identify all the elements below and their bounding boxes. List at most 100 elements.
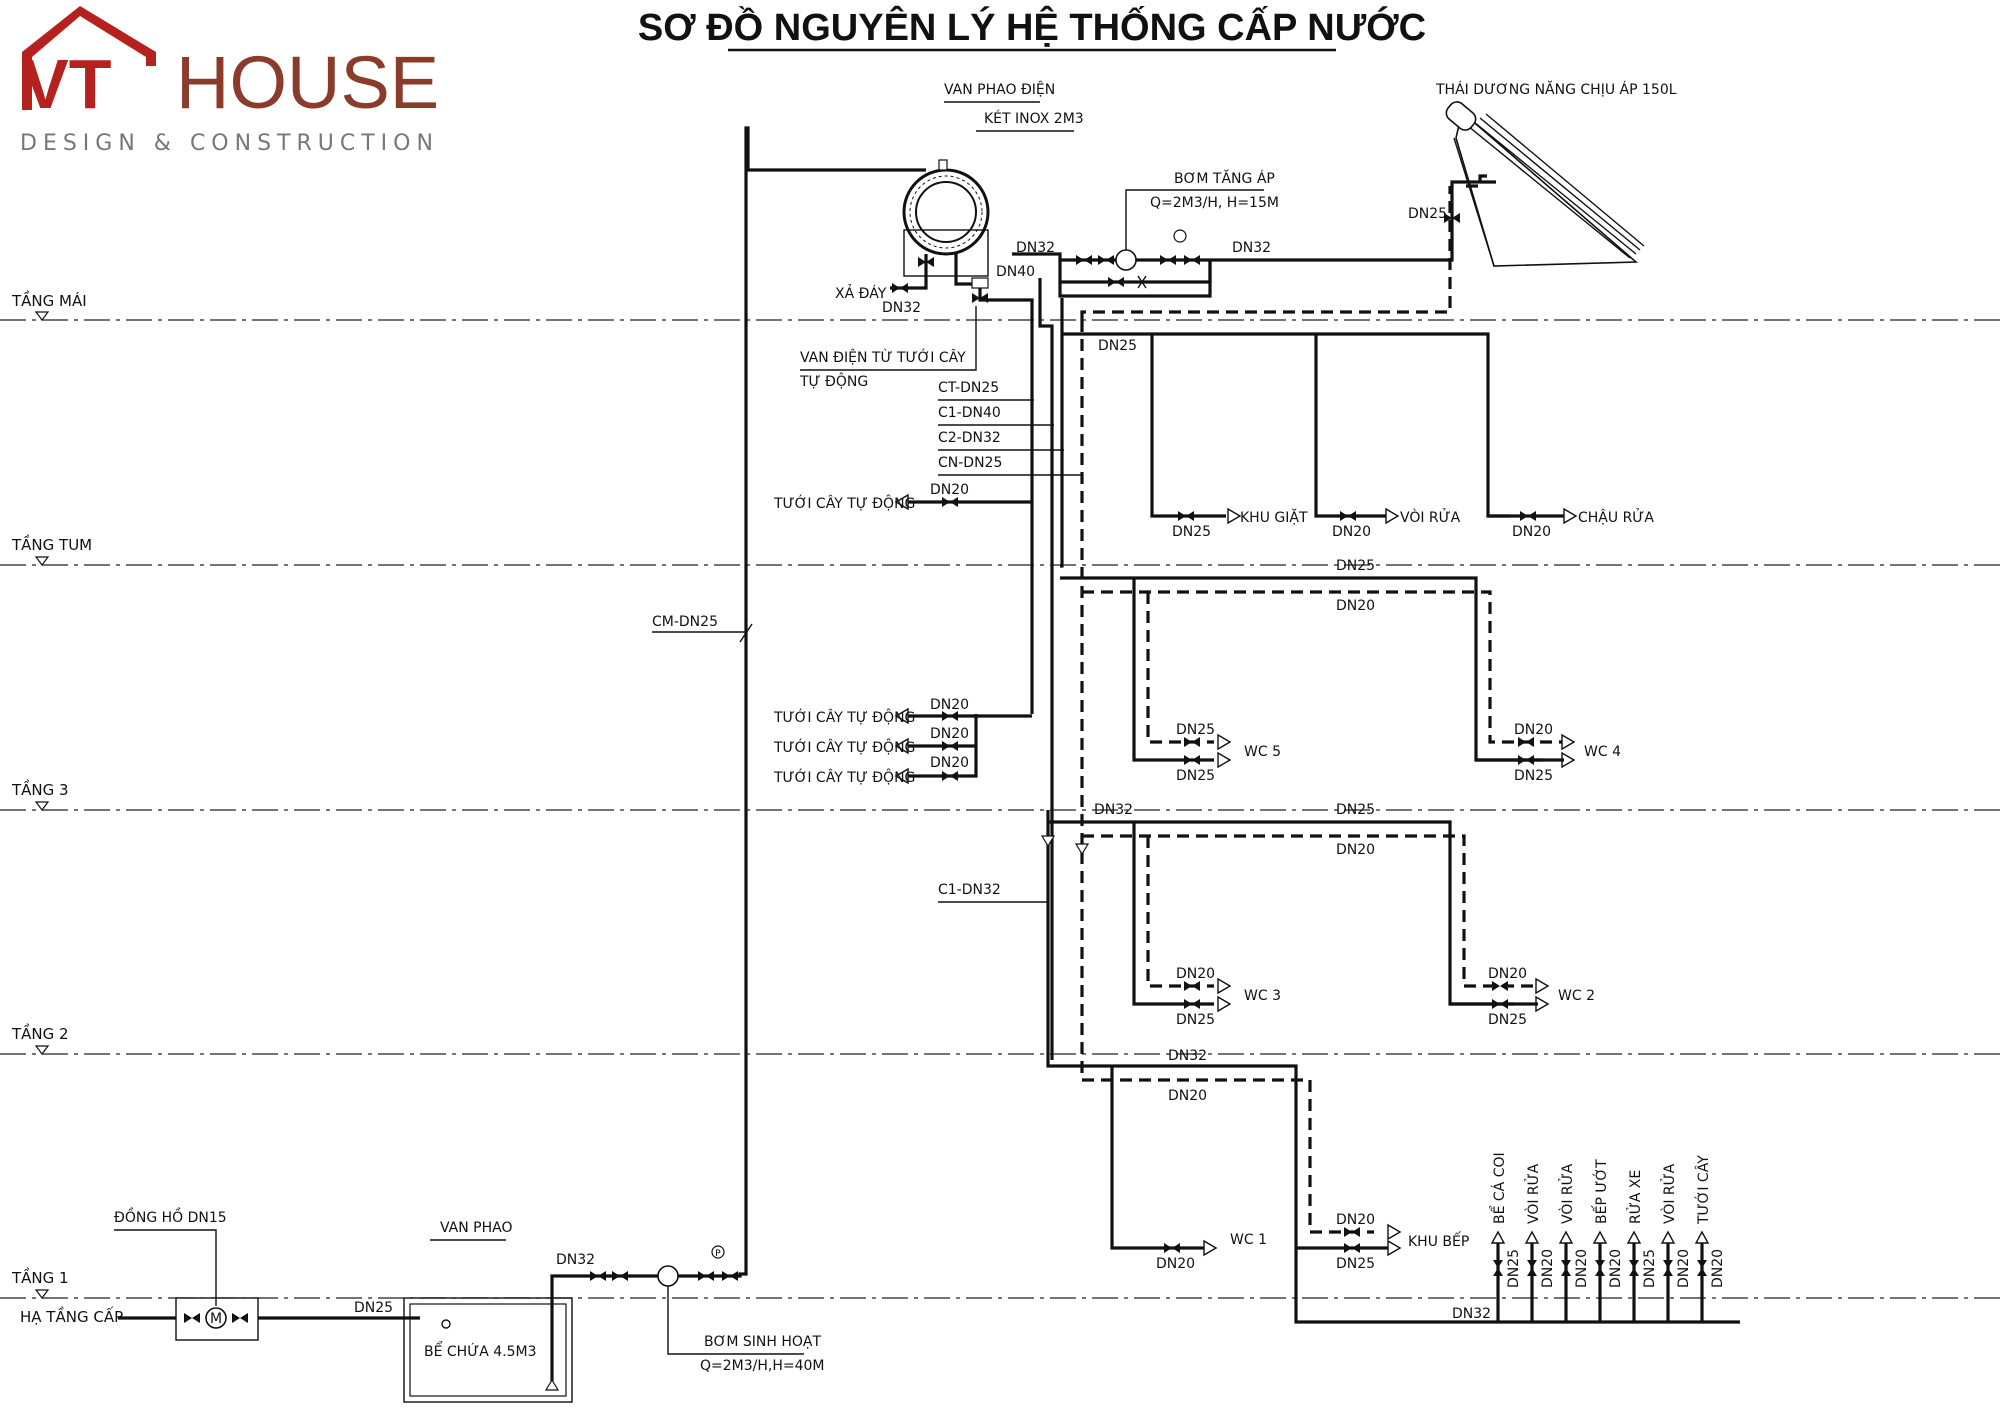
foot-valve-icon xyxy=(544,1378,560,1391)
booster-in-size: DN32 xyxy=(1016,240,1055,256)
ground-outlet-name: RỬA XE xyxy=(1626,1170,1644,1224)
main-pump-label: BƠM SINH HOẠT xyxy=(704,1334,822,1350)
wc4-hot-size: DN20 xyxy=(1514,722,1553,738)
irrigation-f3-2-size: DN20 xyxy=(930,726,969,742)
main-pump-icon xyxy=(657,1265,679,1287)
faucet-label: VÒI RỬA xyxy=(1400,508,1461,526)
float-ball-icon xyxy=(441,1319,451,1329)
wc5-label: WC 5 xyxy=(1244,744,1281,760)
outlet-valve-icon xyxy=(1663,1260,1673,1276)
solar-hot-out xyxy=(1466,174,1490,188)
diagram-title: SƠ ĐỒ NGUYÊN LÝ HỆ THỐNG CẤP NƯỚC xyxy=(638,4,1426,49)
booster-return xyxy=(1058,260,1212,298)
hot-return-riser xyxy=(1080,186,1452,320)
water-meter-icon xyxy=(205,1307,227,1329)
booster-gauge-icon xyxy=(1173,229,1187,243)
booster-pump-spec: Q=2M3/H, H=15M xyxy=(1150,195,1279,211)
laundry-size: DN25 xyxy=(1172,524,1211,540)
wc2-hot-size: DN20 xyxy=(1488,966,1527,982)
riser-c1-label: C1-DN40 xyxy=(938,405,1001,421)
supply-size: DN25 xyxy=(354,1300,393,1316)
floor1-fixtures: DN32 DN20 DN20 WC 1 DN20 DN25 KHU BẾP DN… xyxy=(1046,1048,1740,1324)
reducer-icons xyxy=(1040,835,1090,856)
kitchen-cold-size: DN25 xyxy=(1336,1256,1375,1272)
booster-leader xyxy=(1125,189,1264,250)
booster-pump-label: BƠM TĂNG ÁP xyxy=(1174,169,1275,187)
outlet-valve-icon xyxy=(1595,1260,1605,1276)
riser-cm-label: CM-DN25 xyxy=(652,614,718,630)
booster-pump-icon xyxy=(1115,249,1137,271)
main-risers xyxy=(1046,298,1084,1080)
outlet-arrow-icon xyxy=(1490,1230,1506,1244)
wc3-hot xyxy=(1146,836,1214,988)
gauge-symbol: P xyxy=(715,1249,721,1259)
floor3-hot-size: DN20 xyxy=(1336,598,1375,614)
riser-labels: CT-DN25 C1-DN40 C2-DN32 CN-DN25 C1-DN32 xyxy=(938,380,1082,903)
riser-tick xyxy=(739,623,753,643)
kitchen-hot-size: DN20 xyxy=(1336,1212,1375,1228)
meter-label: ĐỒNG HỒ DN15 xyxy=(114,1207,227,1226)
riser-c2 xyxy=(1060,298,1064,568)
electric-float-valve-label: VAN PHAO ĐIỆN xyxy=(944,80,1055,98)
outlet-valve-icon xyxy=(1629,1260,1639,1276)
ground-outlet-size: DN20 xyxy=(1540,1249,1556,1288)
floor2-hot-size: DN20 xyxy=(1336,842,1375,858)
ground-manifold-size: DN32 xyxy=(1452,1306,1491,1322)
wc2-label: WC 2 xyxy=(1558,988,1595,1004)
ground-outlet-name: VÒI RỬA xyxy=(1524,1163,1542,1224)
tank-stand xyxy=(903,229,989,277)
riser-c1b-label: C1-DN32 xyxy=(938,882,1001,898)
kitchen-label: KHU BẾP xyxy=(1408,1231,1469,1250)
booster-and-solar: DN32 BƠM TĂNG ÁP Q=2M3/H, H=15M DN32 THÁ… xyxy=(1012,80,1677,320)
logo-tagline: DESIGN & CONSTRUCTION xyxy=(20,131,439,156)
ground-tank-inner xyxy=(409,1303,567,1397)
solar-heater-icon xyxy=(1445,101,1645,267)
laundry-label: KHU GIẶT xyxy=(1240,508,1308,526)
outlet-arrow-icon xyxy=(1558,1230,1574,1244)
pressure-gauge-icon xyxy=(711,1245,725,1259)
wc4-label: WC 4 xyxy=(1584,744,1621,760)
solar-in-pipe xyxy=(1450,180,1496,198)
irrigation-roof-size: DN20 xyxy=(930,482,969,498)
riser-ct-label: CT-DN25 xyxy=(938,380,999,396)
outlet-valve-icon xyxy=(1561,1260,1571,1276)
meter-leader xyxy=(114,1229,217,1306)
ground-outlet: BẾP ƯỚT DN20 xyxy=(1591,1159,1624,1322)
outlet-valve-icon xyxy=(1697,1260,1707,1276)
irrigation-f3-3-size: DN20 xyxy=(930,755,969,771)
ground-outlet-name: VÒI RỬA xyxy=(1558,1163,1576,1224)
floor3-hot-main xyxy=(1082,590,1568,744)
faucet-branch xyxy=(1314,334,1386,518)
company-logo: VT HOUSE DESIGN & CONSTRUCTION xyxy=(20,6,439,156)
floor1-riser-size: DN32 xyxy=(1168,1048,1207,1064)
level-marker-icons xyxy=(34,311,50,1299)
wc5-hot xyxy=(1146,592,1214,744)
riser-c2-label: C2-DN32 xyxy=(938,430,1001,446)
wc2-cold-size: DN25 xyxy=(1488,1012,1527,1028)
ground-outlet-name: BẾP ƯỚT xyxy=(1591,1159,1610,1224)
main-pump-spec: Q=2M3/H,H=40M xyxy=(700,1358,825,1374)
floor2-hot-main xyxy=(1082,834,1542,988)
meter-symbol: M xyxy=(210,1311,222,1327)
drain-size: DN32 xyxy=(882,300,921,316)
ground-outlet-name: TƯỚI CÂY xyxy=(1694,1155,1712,1225)
floor2-cold-main xyxy=(1048,820,1514,1006)
ground-outlet-size: DN20 xyxy=(1676,1249,1692,1288)
outlet-arrow-icon xyxy=(1660,1230,1676,1244)
roof-tank: VAN PHAO ĐIỆN KÉT INOX 2M3 XẢ ĐÁY DN32 D… xyxy=(799,80,1084,1060)
solenoid-leader xyxy=(800,306,977,371)
level-label-tum: TẦNG TUM xyxy=(11,533,92,554)
irrigation-f3-1-label: TƯỚI CÂY TỰ ĐỘNG xyxy=(773,708,915,726)
check-valve-icon xyxy=(1137,275,1147,289)
ground-outlet-size: DN20 xyxy=(1608,1249,1624,1288)
outlet-arrow-icon xyxy=(1694,1230,1710,1244)
drain-label: XẢ ĐÁY xyxy=(835,284,887,302)
ground-tank-label: BỂ CHỨA 4.5M3 xyxy=(424,1341,537,1360)
faucet-size: DN20 xyxy=(1332,524,1371,540)
sink-size: DN20 xyxy=(1512,524,1551,540)
